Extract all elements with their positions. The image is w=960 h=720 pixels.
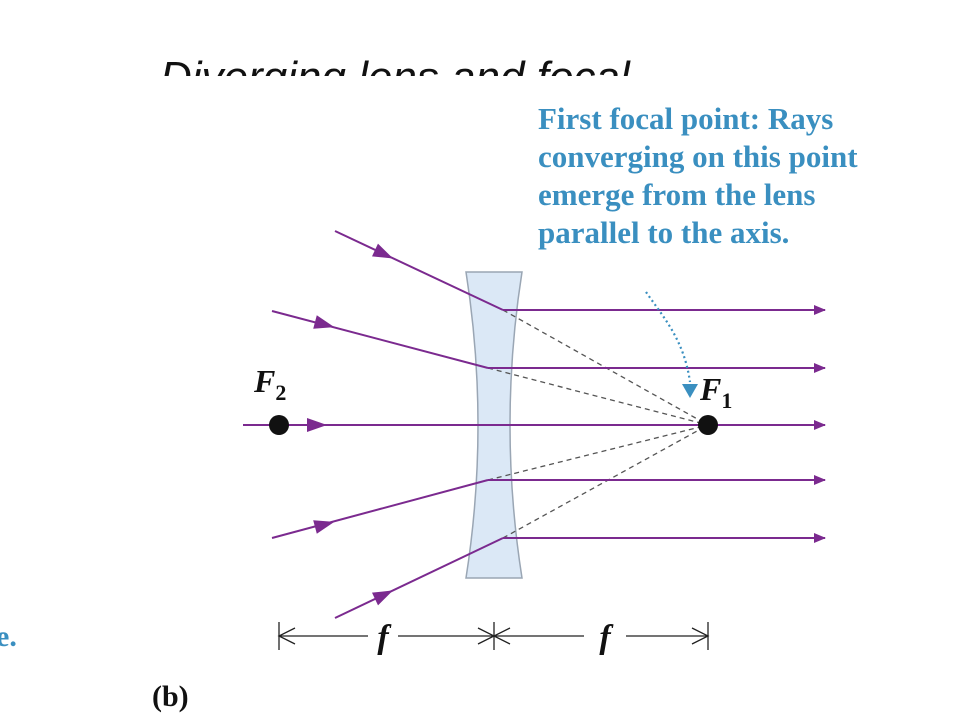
dashed-line-3 xyxy=(487,424,709,481)
f1-letter: F xyxy=(699,371,721,407)
f2-letter: F xyxy=(253,363,275,399)
incoming-arrow-3 xyxy=(307,418,327,432)
f2-label: F2 xyxy=(253,363,286,405)
callout-line-4: parallel to the axis. xyxy=(538,215,790,250)
dim-left-arrow-start xyxy=(277,627,296,645)
f1-subscript: 1 xyxy=(721,388,732,413)
incoming-ray-5 xyxy=(334,537,504,619)
focal-point-f1 xyxy=(698,415,718,435)
callout-line-3: emerge from the lens xyxy=(538,177,816,212)
focal-point-callout: First focal point: Rays converging on th… xyxy=(538,100,958,252)
dim-right-arrow-end xyxy=(691,627,710,645)
dashed-line-4 xyxy=(502,424,709,539)
focal-point-f2 xyxy=(269,415,289,435)
f1-label: F1 xyxy=(699,371,732,413)
focal-length-dimensions xyxy=(277,622,710,650)
incoming-ray-1 xyxy=(334,230,504,311)
incoming-arrow-1 xyxy=(372,243,394,259)
callout-pointer-head xyxy=(682,384,698,398)
incoming-arrow-5 xyxy=(371,590,394,606)
focal-length-label-right: f xyxy=(599,619,614,656)
dashed-line-2 xyxy=(487,367,709,426)
incoming-arrow-2 xyxy=(313,315,335,329)
incoming-ray-2 xyxy=(271,310,489,369)
incoming-arrow-4 xyxy=(313,520,335,534)
focal-length-label-left: f xyxy=(377,619,392,656)
incoming-ray-arrows xyxy=(307,243,394,606)
f2-subscript: 2 xyxy=(275,380,286,405)
clipped-caption-text: e. xyxy=(0,620,17,653)
dim-right-arrow-start xyxy=(492,627,511,645)
incoming-ray-4 xyxy=(271,479,489,539)
outgoing-rays xyxy=(488,305,826,543)
incoming-rays xyxy=(243,230,504,619)
figure-label: (b) xyxy=(152,680,189,713)
callout-line-2: converging on this point xyxy=(538,139,858,174)
slide-title-fragment: Diverging lens and focal xyxy=(160,56,860,76)
callout-line-1: First focal point: Rays xyxy=(538,101,834,136)
